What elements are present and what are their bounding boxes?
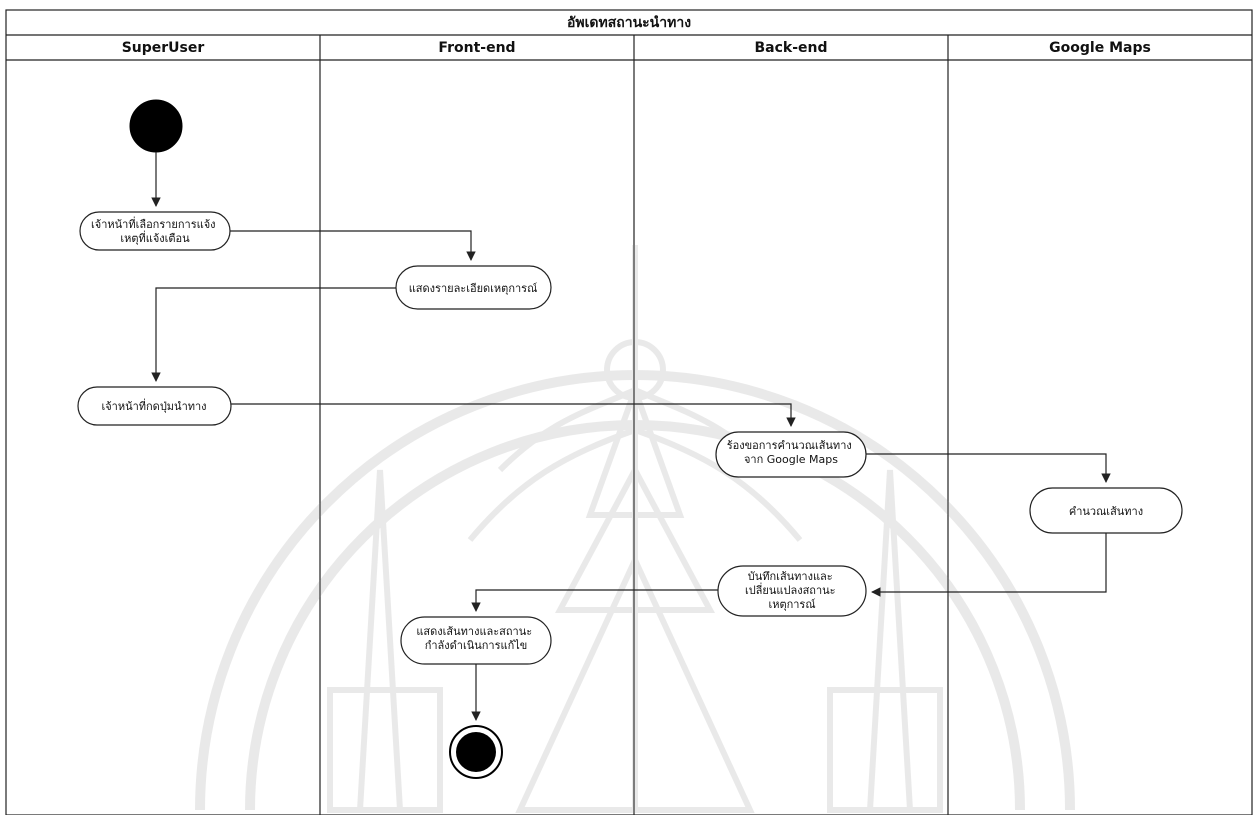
- lane-label-frontend: Front-end: [438, 40, 515, 56]
- flow-arrow: [471, 589, 718, 612]
- lane-label-backend: Back-end: [754, 40, 827, 56]
- action-node-label: เจ้าหน้าที่กดปุ่มนำทาง: [101, 398, 206, 413]
- flow-arrow: [871, 533, 1107, 597]
- action-node-label: เจ้าหน้าที่เลือกรายการแจ้ง เหตุที่แจ้งเต…: [91, 216, 219, 245]
- action-node-label: ร้องขอการคำนวณเส้นทาง จาก Google Maps: [727, 439, 856, 466]
- action-node-label: แสดงเส้นทางและสถานะ กำลังดำเนินการแก้ไข: [416, 625, 535, 652]
- action-node-label: คำนวณเส้นทาง: [1069, 505, 1143, 518]
- flow-arrow: [151, 287, 396, 382]
- flow-arrow: [230, 230, 476, 261]
- flow-arrow: [866, 453, 1111, 483]
- lane-label-google-maps: Google Maps: [1049, 40, 1151, 56]
- action-node: [717, 565, 867, 617]
- action-node-label: บันทึกเส้นทางและ เปลี่ยนแปลงสถานะ เหตุกา…: [745, 570, 839, 611]
- flow-arrow: [231, 403, 796, 427]
- start-node: [129, 99, 183, 153]
- action-node: [77, 386, 232, 426]
- end-node: [449, 725, 503, 779]
- lane-label-superuser: SuperUser: [122, 40, 205, 56]
- diagram-title: อัพเดทสถานะนำทาง: [567, 15, 691, 31]
- action-node-label: แสดงรายละเอียดเหตุการณ์: [409, 282, 538, 295]
